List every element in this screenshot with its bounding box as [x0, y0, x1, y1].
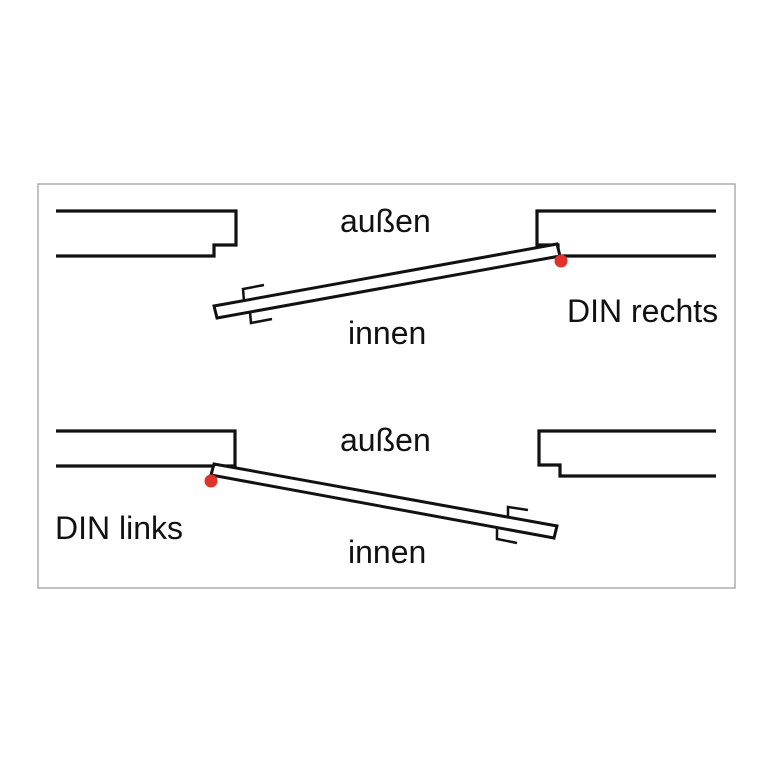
label-outside-bottom: außen — [340, 422, 431, 458]
label-outside-top: außen — [340, 203, 431, 239]
label-inside-top: innen — [348, 315, 427, 351]
door-handle-bottom-upper — [506, 505, 529, 516]
door-leaf-top — [212, 242, 562, 320]
label-din-right: DIN rechts — [567, 293, 719, 329]
wall-top-left — [56, 209, 238, 258]
label-inside-bottom: innen — [348, 534, 427, 570]
hinge-point-top — [554, 254, 568, 268]
wall-bottom-left — [56, 429, 237, 468]
door-handle-top-upper — [241, 283, 265, 302]
wall-bottom-right — [537, 429, 716, 478]
hinge-point-bottom — [204, 474, 218, 488]
door-handle-top-lower — [248, 311, 273, 325]
door-leaf-bottom — [209, 462, 559, 540]
door-handle-bottom-lower — [495, 528, 518, 545]
diagram-frame — [37, 183, 736, 589]
label-din-left: DIN links — [55, 510, 184, 546]
